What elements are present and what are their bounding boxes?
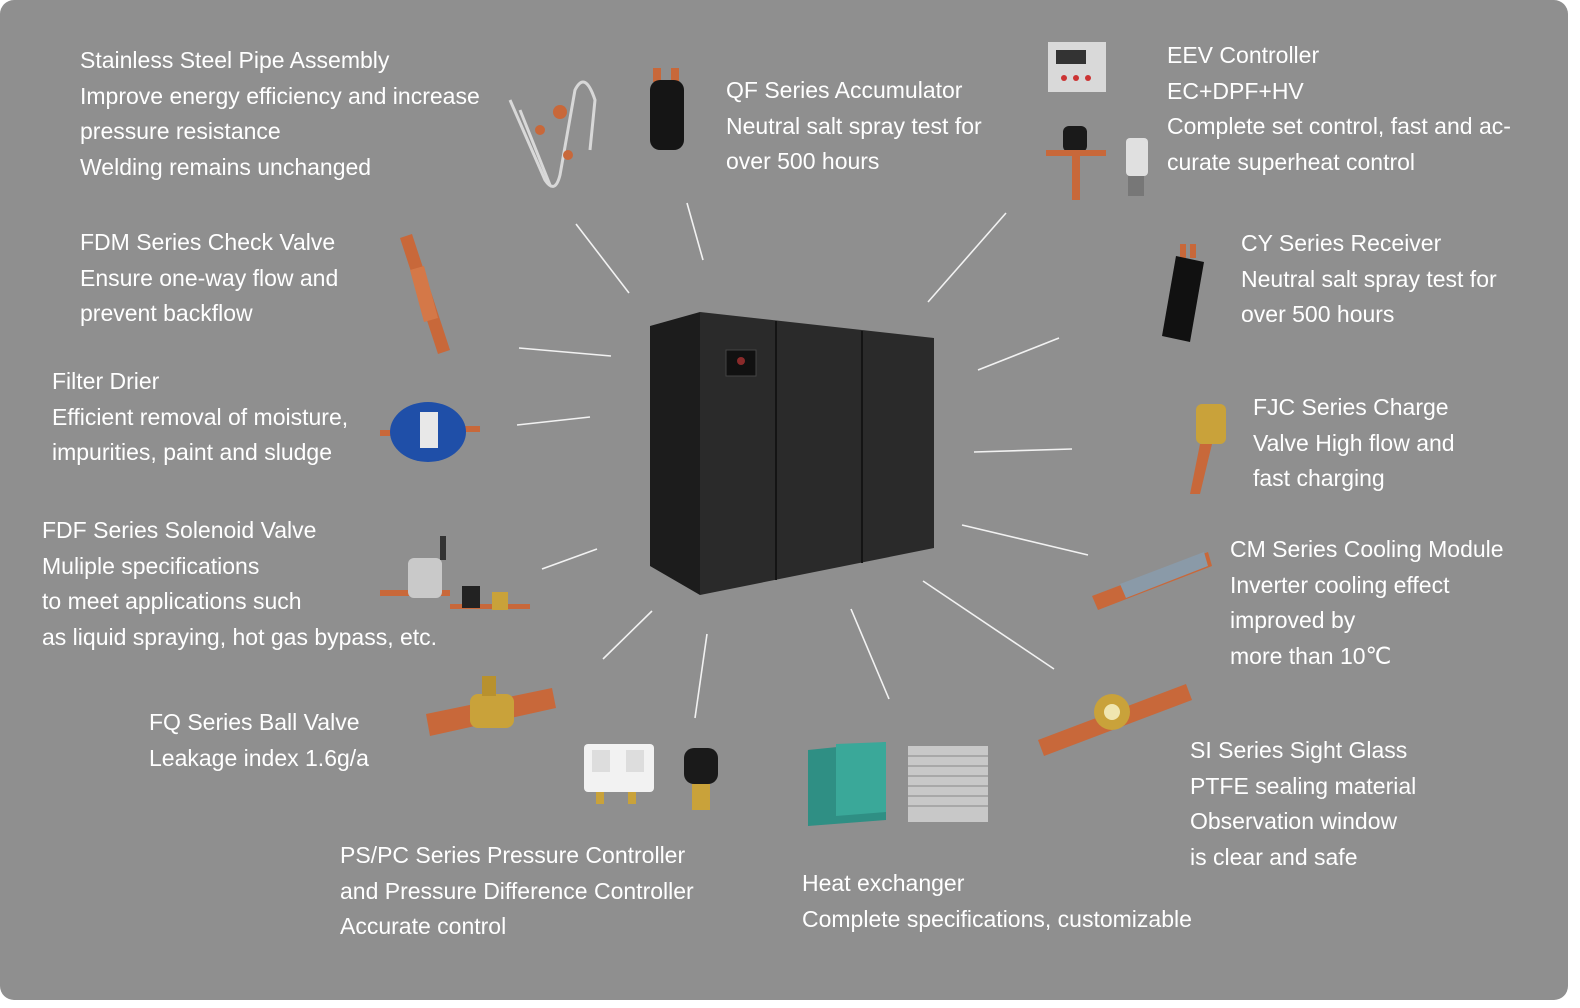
label-line: improved by: [1230, 607, 1356, 633]
label-line: over 500 hours: [1241, 301, 1395, 327]
accumulator-icon: [650, 68, 684, 150]
charge-valve-icon: [1190, 404, 1226, 494]
label-line: more than 10℃: [1230, 642, 1392, 669]
label-title: FQ Series Ball Valve: [149, 709, 360, 735]
label-fdm-check-valve: FDM Series Check Valve Ensure one-way fl…: [80, 225, 338, 332]
label-line: Observation window: [1190, 808, 1398, 834]
label-si-sight-glass: SI Series Sight Glass PTFE sealing mater…: [1190, 733, 1416, 875]
label-title: PS/PC Series Pressure Controller: [340, 842, 686, 868]
label-heat-exchanger: Heat exchanger Complete specifications, …: [802, 866, 1192, 937]
label-line: Efficient removal of moisture,: [52, 403, 349, 430]
label-fjc-charge-valve: FJC Series Charge Valve High flow and fa…: [1253, 390, 1455, 497]
label-title: FJC Series Charge: [1253, 394, 1449, 420]
cooling-module-icon: [1092, 552, 1212, 610]
eev-controller-icon: [1046, 42, 1148, 200]
label-title: Stainless Steel Pipe Assembly: [80, 47, 390, 73]
label-line: Neutral salt spray test for: [1241, 265, 1497, 292]
sight-glass-icon: [1038, 684, 1192, 756]
label-line: pressure resistance: [80, 118, 281, 144]
label-line: Valve High flow and: [1253, 429, 1455, 456]
check-valve-icon: [400, 234, 450, 354]
label-filter-drier: Filter Drier Efficient removal of moistu…: [52, 364, 348, 471]
label-line: Welding remains unchanged: [80, 153, 372, 180]
label-line: fast charging: [1253, 465, 1385, 491]
label-fq-ball-valve: FQ Series Ball Valve Leakage index 1.6g/…: [149, 705, 369, 776]
label-ps-pc-pressure-controller: PS/PC Series Pressure Controller and Pre…: [340, 838, 694, 945]
label-line: impurities, paint and sludge: [52, 439, 332, 465]
solenoid-valve-icon: [380, 536, 530, 610]
label-cy-receiver: CY Series Receiver Neutral salt spray te…: [1241, 226, 1497, 333]
label-line: as liquid spraying, hot gas bypass, etc.: [42, 623, 438, 650]
ball-valve-icon: [426, 676, 556, 736]
filter-drier-icon: [380, 402, 480, 462]
label-line: curate superheat control: [1167, 148, 1416, 175]
label-line: Leakage index 1.6g/a: [149, 744, 369, 771]
label-line: Ensure one-way flow and: [80, 264, 339, 291]
label-line: PTFE sealing material: [1190, 772, 1417, 799]
label-line: Complete set control, fast and ac-: [1167, 113, 1511, 139]
label-eev-controller: EEV Controller EC+DPF+HV Complete set co…: [1167, 38, 1511, 180]
receiver-icon: [1162, 244, 1204, 342]
label-line: Accurate control: [340, 913, 507, 939]
heat-exchanger-icon: [808, 742, 988, 826]
label-line: prevent backflow: [80, 300, 253, 326]
label-title: EEV Controller: [1167, 42, 1320, 68]
label-title: FDM Series Check Valve: [80, 229, 336, 255]
label-title: Heat exchanger: [802, 870, 965, 896]
label-line: to meet applications such: [42, 588, 302, 614]
stainless-pipe-icon: [508, 80, 597, 188]
label-line: and Pressure Difference Controller: [340, 877, 694, 904]
label-line: Inverter cooling effect: [1230, 571, 1450, 598]
label-fdf-solenoid-valve: FDF Series Solenoid Valve Muliple specif…: [42, 513, 437, 655]
label-stainless-pipe: Stainless Steel Pipe Assembly Improve en…: [80, 43, 480, 185]
label-title: QF Series Accumulator: [726, 77, 963, 103]
label-title: CY Series Receiver: [1241, 230, 1442, 256]
label-cm-cooling-module: CM Series Cooling Module Inverter coolin…: [1230, 532, 1504, 674]
label-line: is clear and safe: [1190, 843, 1358, 870]
label-line: Complete specifications, customizable: [802, 905, 1192, 932]
label-title: FDF Series Solenoid Valve: [42, 517, 317, 543]
label-line: Improve energy efficiency and increase: [80, 82, 480, 109]
label-line: over 500 hours: [726, 148, 880, 174]
pressure-controller-icon: [584, 744, 718, 810]
label-line: EC+DPF+HV: [1167, 77, 1304, 104]
label-title: Filter Drier: [52, 368, 160, 394]
label-line: Muliple specifications: [42, 552, 260, 579]
label-line: Neutral salt spray test for: [726, 112, 982, 139]
label-title: CM Series Cooling Module: [1230, 536, 1504, 562]
label-title: SI Series Sight Glass: [1190, 737, 1408, 763]
label-qf-accumulator: QF Series Accumulator Neutral salt spray…: [726, 73, 982, 180]
